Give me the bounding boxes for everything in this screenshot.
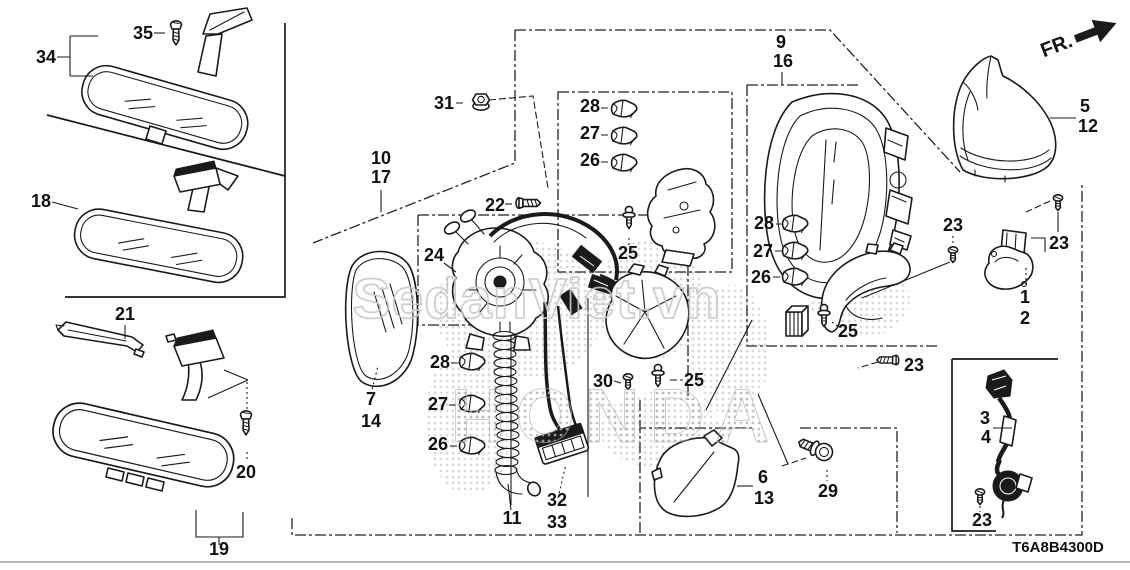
part-label-22: 22 — [485, 195, 505, 215]
top-left-frame — [65, 23, 286, 298]
part-harness-assembly — [985, 369, 1033, 519]
part-label-26b: 26 — [428, 434, 448, 454]
part-label-1: 1 — [1020, 287, 1030, 307]
part-label-23c: 23 — [904, 355, 924, 375]
fr-arrow-icon — [1073, 19, 1117, 43]
part-garnish-bracket — [785, 305, 809, 337]
watermark-text: SedanViet.vn — [353, 267, 722, 331]
part-inside-mirror-day-night — [75, 7, 255, 156]
part-label-27a: 27 — [580, 123, 600, 143]
screw-23-icon — [947, 246, 959, 264]
part-label-25c: 25 — [838, 321, 858, 341]
part-label-12: 12 — [1078, 116, 1098, 136]
part-label-9: 9 — [776, 32, 786, 52]
part-label-27c: 27 — [753, 241, 773, 261]
part-label-21: 21 — [115, 304, 135, 324]
part-label-31: 31 — [434, 93, 454, 113]
part-mirror-holder — [605, 263, 690, 360]
group-boundary-lines — [46, 23, 1083, 536]
part-label-25a: 25 — [618, 243, 638, 263]
part-auto-dimming-mirror — [46, 329, 240, 493]
screw-35-icon — [169, 19, 183, 46]
part-label-33: 33 — [547, 512, 567, 532]
fr-direction-indicator: FR. — [1038, 19, 1117, 62]
part-label-23b: 23 — [1049, 233, 1069, 253]
part-label-28a: 28 — [580, 96, 600, 116]
part-label-4: 4 — [981, 427, 991, 447]
bolt-25-icon — [622, 205, 636, 230]
diagram-code: T6A8B4300D — [1012, 539, 1104, 556]
watermark-logo-text: HONDA — [451, 374, 780, 459]
screw-20-icon — [239, 409, 253, 436]
part-label-35: 35 — [133, 23, 153, 43]
part-label-27b: 27 — [428, 394, 448, 414]
part-label-16: 16 — [773, 51, 793, 71]
part-mirror-bracket-21 — [55, 321, 145, 358]
part-inside-mirror-standard — [69, 160, 248, 288]
bolt-29-icon — [798, 438, 834, 462]
part-label-5: 5 — [1080, 96, 1090, 116]
screw-22-icon — [515, 197, 542, 209]
part-label-17: 17 — [371, 167, 391, 187]
part-harness-connector — [534, 301, 590, 465]
part-label-26a: 26 — [580, 150, 600, 170]
part-label-11: 11 — [502, 508, 521, 528]
part-label-24: 24 — [424, 245, 444, 265]
part-label-10: 10 — [371, 148, 391, 168]
screw-23-icon — [1052, 194, 1064, 212]
part-label-34: 34 — [36, 47, 56, 67]
part-base-cover — [651, 429, 740, 518]
part-label-25b: 25 — [684, 370, 704, 390]
part-mirror-lower-cover — [820, 242, 911, 333]
callout-labels: 35 34 18 21 20 19 10 17 31 22 24 28 27 2… — [31, 23, 1098, 559]
screw-23-icon — [876, 354, 900, 366]
part-label-19: 19 — [209, 539, 229, 559]
part-label-26c: 26 — [751, 267, 771, 287]
part-label-7: 7 — [366, 389, 376, 409]
part-label-28c: 28 — [754, 213, 774, 233]
part-label-30: 30 — [593, 371, 613, 391]
part-skull-cap-cover — [952, 55, 1057, 183]
clip-27-icon — [610, 126, 638, 146]
clip-26-icon — [610, 153, 638, 173]
part-label-32: 32 — [547, 490, 567, 510]
part-label-18: 18 — [31, 191, 51, 211]
fr-label: FR. — [1038, 30, 1076, 62]
fasteners — [169, 19, 1064, 506]
nut-31-icon — [471, 93, 491, 111]
part-label-3: 3 — [980, 408, 990, 428]
part-label-23a: 23 — [943, 215, 963, 235]
bottom-divider — [0, 561, 1130, 563]
part-label-6: 6 — [758, 467, 768, 487]
clip-28-icon — [610, 99, 638, 119]
part-turn-signal-lamp — [984, 229, 1046, 290]
part-actuator-bracket — [646, 168, 716, 267]
leader-lines — [51, 32, 1076, 545]
screw-23-icon — [974, 487, 986, 506]
part-label-2: 2 — [1020, 308, 1030, 328]
part-label-20: 20 — [236, 462, 256, 482]
part-label-28b: 28 — [430, 352, 450, 372]
harness-group-frame — [951, 358, 1058, 532]
part-label-14: 14 — [361, 411, 381, 431]
part-label-29: 29 — [818, 481, 838, 501]
part-coiled-harness-tube — [492, 321, 542, 497]
part-label-13: 13 — [754, 488, 774, 508]
part-label-23d: 23 — [972, 510, 992, 530]
divider-line — [46, 114, 286, 177]
part-mirror-glass — [344, 250, 419, 388]
